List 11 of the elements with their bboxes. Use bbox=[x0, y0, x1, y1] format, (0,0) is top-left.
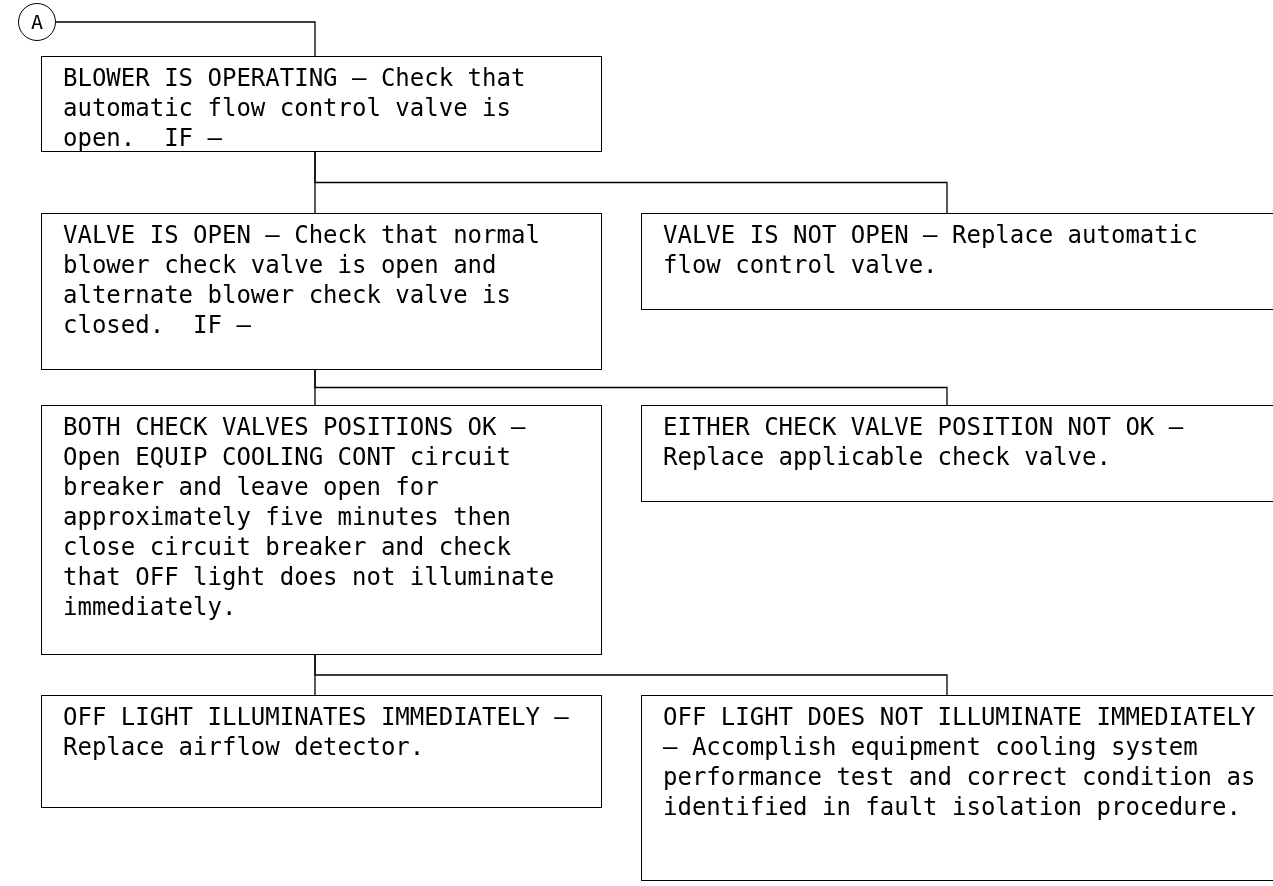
step-box: OFF LIGHT ILLUMINATES IMMEDIATELY – Replace airflow detector. bbox=[41, 695, 602, 808]
connector-line bbox=[55, 21, 316, 57]
step-box: EITHER CHECK VALVE POSITION NOT OK – Replace applicable check valve. bbox=[641, 405, 1273, 502]
connector-line bbox=[314, 369, 948, 406]
step-box: BLOWER IS OPERATING – Check that automatic flow control valve is open. IF – bbox=[41, 56, 602, 152]
step-box: BOTH CHECK VALVES POSITIONS OK – Open EQUIP COOLING CONT circuit breaker and leave open for approximately five minutes then close circuit breaker and check that OFF light does not illuminate immediately. bbox=[41, 405, 602, 655]
step-box: OFF LIGHT DOES NOT ILLUMINATE IMMEDIATELY – Accomplish equipment cooling system performance test and correct condition as identified in fault isolation procedure. bbox=[641, 695, 1273, 881]
step-box: VALVE IS NOT OPEN – Replace automatic flow control valve. bbox=[641, 213, 1273, 310]
connector-line bbox=[314, 151, 948, 214]
step-box: VALVE IS OPEN – Check that normal blower check valve is open and alternate blower check valve is closed. IF – bbox=[41, 213, 602, 370]
connector-line bbox=[314, 654, 948, 696]
